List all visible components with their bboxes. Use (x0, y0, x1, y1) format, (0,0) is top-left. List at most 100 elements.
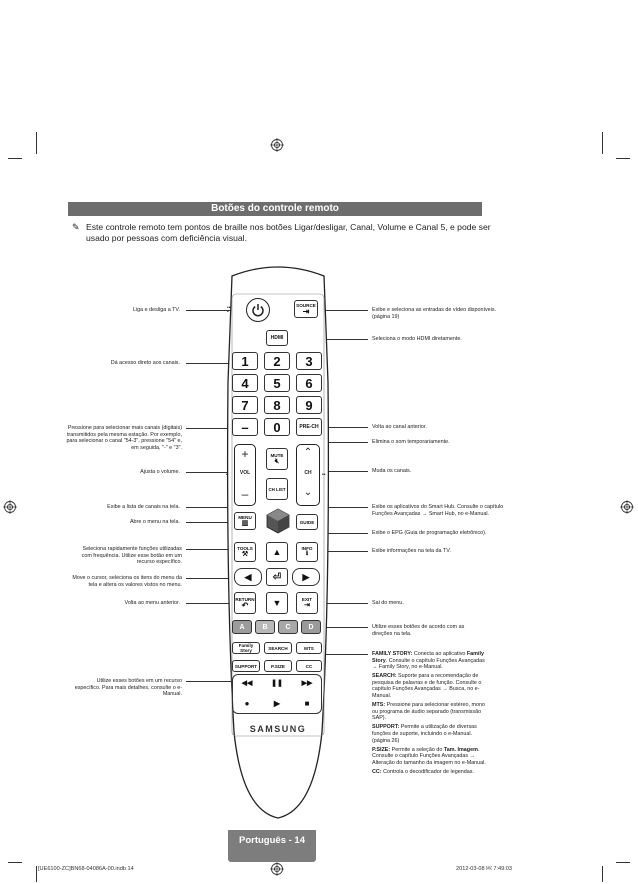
playback-panel (232, 674, 322, 714)
callout-info: Exibe informações na tela da TV. (372, 548, 451, 554)
return-icon: ↶ (241, 600, 249, 610)
intro-text: Este controle remoto tem pontos de brail… (86, 222, 491, 243)
support-button[interactable]: SUPPORT (232, 660, 260, 672)
record-button[interactable]: ● (234, 696, 260, 710)
input-icon: ⇥ (302, 306, 310, 316)
exit-button[interactable]: EXIT ⇥ (296, 592, 318, 614)
crop-mark (602, 866, 603, 882)
color-button-c[interactable]: C (278, 620, 298, 634)
section-title: Botões do controle remoto (68, 202, 482, 216)
digit-7-button[interactable]: 7 (232, 396, 258, 414)
crop-mark (602, 132, 603, 154)
print-date: 2012-03-08 ￼ 7:49:03 (456, 866, 512, 872)
features-list: FAMILY STORY: Conecta ao aplicativo Fami… (372, 651, 488, 776)
callout-digits: Dá acesso direto aos canais. (110, 360, 180, 366)
digit-1-button[interactable]: 1 (232, 352, 258, 370)
callout-menu: Abre o menu na tela. (129, 519, 180, 525)
family-story-button[interactable]: Family Story (232, 642, 260, 654)
intro-note: ✎ Este controle remoto tem pontos de bra… (72, 222, 492, 244)
color-button-a[interactable]: A (232, 620, 252, 634)
remote-control: ••• SOURCE ⇥ HDMI 1 2 3 4 5 6 7 8 9 – 0 … (226, 262, 330, 822)
callout-source: Exibe e seleciona as entradas de vídeo d… (372, 307, 497, 320)
hdmi-button[interactable]: HDMI (266, 330, 288, 346)
enter-button[interactable]: ⏎ (266, 568, 288, 586)
play-button[interactable]: ▶ (264, 696, 290, 710)
channel-rocker[interactable] (296, 444, 320, 506)
brand-logo: SAMSUNG (249, 724, 307, 734)
braille-dots-icon: •• (322, 472, 326, 478)
callout-arrows: Move o cursor, seleciona os itens do men… (72, 575, 182, 588)
registration-mark-icon (620, 500, 634, 514)
callout-playback: Utilize esses botões em um recurso espec… (74, 678, 182, 698)
mute-button[interactable]: MUTE 🔇︎ (266, 448, 288, 470)
info-icon: ℹ (305, 551, 309, 557)
rewind-button[interactable]: ◀◀ (234, 676, 260, 690)
channel-down-icon: ⌄ (303, 487, 313, 498)
pause-button[interactable]: ❚❚ (264, 676, 290, 690)
callout-smarthub: Exibe os aplicativos do Smart Hub. Consu… (372, 504, 504, 517)
search-button[interactable]: SEARCH (264, 642, 292, 654)
callout-tools: Seleciona rapidamente funções utilizadas… (81, 546, 182, 566)
page-number: Português - 14 (228, 830, 316, 862)
callout-channel: Muda os canais. (372, 468, 412, 474)
feature-item: P.SIZE: Permite a seleção do Tam. Imagem… (372, 746, 486, 766)
file-info: [UE6100-ZC]BN68-04086A-00.indb 14 (38, 866, 134, 872)
fast-forward-button[interactable]: ▶▶ (294, 676, 320, 690)
return-button[interactable]: RETURN ↶ (234, 592, 256, 614)
crop-mark (616, 862, 630, 863)
registration-mark-icon (270, 862, 284, 876)
feature-item: MTS: Pressione para selecionar estéreo, … (372, 702, 485, 722)
registration-mark-icon (270, 138, 284, 152)
pencil-icon: ✎ (72, 222, 80, 232)
crop-mark (8, 862, 22, 863)
dash-button[interactable]: – (232, 418, 258, 436)
color-button-d[interactable]: D (301, 620, 321, 634)
digit-0-button[interactable]: 0 (264, 418, 290, 436)
source-button[interactable]: SOURCE ⇥ (294, 300, 318, 318)
mts-button[interactable]: MTS (296, 642, 322, 654)
smart-hub-icon[interactable] (266, 508, 290, 534)
feature-item: FAMILY STORY: Conecta ao aplicativo Fami… (372, 651, 485, 671)
feature-item: CC: Controla o decodificador de legendas… (372, 769, 474, 775)
digit-4-button[interactable]: 4 (232, 374, 258, 392)
info-button[interactable]: INFO ℹ (296, 542, 318, 562)
psize-button[interactable]: P.SIZE (264, 660, 292, 672)
power-icon (252, 304, 264, 317)
digit-3-button[interactable]: 3 (296, 352, 322, 370)
right-arrow-button[interactable]: ▶ (292, 568, 320, 586)
prech-button[interactable]: PRE-CH (296, 418, 322, 436)
digit-2-button[interactable]: 2 (264, 352, 290, 370)
power-button[interactable] (246, 298, 270, 322)
callout-exit: Sai do menu. (372, 600, 404, 606)
up-arrow-button[interactable]: ▲ (266, 542, 288, 562)
digit-9-button[interactable]: 9 (296, 396, 322, 414)
callout-volume: Ajusta o volume. (140, 469, 180, 475)
left-arrow-button[interactable]: ◀ (234, 568, 262, 586)
color-button-b[interactable]: B (255, 620, 275, 634)
volume-rocker[interactable] (234, 444, 256, 506)
chlist-button[interactable]: CH LIST (266, 478, 288, 500)
channel-label: CH (304, 470, 312, 476)
stop-button[interactable]: ■ (294, 696, 320, 710)
callout-chlist: Exibe a lista de canais na tela. (107, 504, 180, 510)
crop-mark (36, 866, 37, 882)
digit-5-button[interactable]: 5 (264, 374, 290, 392)
digit-6-button[interactable]: 6 (296, 374, 322, 392)
crop-mark (616, 158, 630, 159)
callout-colors: Utilize esses botões de acordo com as di… (372, 624, 465, 637)
volume-down-icon: – (241, 487, 249, 501)
registration-mark-icon (3, 500, 17, 514)
feature-item: SUPPORT: Permite a utilização de diversa… (372, 724, 477, 744)
callout-return: Volta ao menu anterior. (124, 600, 180, 606)
callout-prech: Volta ao canal anterior. (372, 424, 427, 430)
menu-button[interactable]: MENU ▥ (234, 512, 256, 530)
tools-icon: ⚒ (241, 550, 249, 558)
guide-button[interactable]: GUIDE (296, 514, 318, 530)
cc-button[interactable]: CC (296, 660, 322, 672)
callout-dash: Pressione para selecionar mais canais (d… (66, 425, 182, 451)
down-arrow-button[interactable]: ▼ (266, 592, 288, 614)
volume-up-icon: + (241, 447, 249, 461)
digit-8-button[interactable]: 8 (264, 396, 290, 414)
tools-button[interactable]: TOOLS ⚒ (234, 542, 256, 562)
braille-dots-icon: ••• (227, 305, 231, 315)
